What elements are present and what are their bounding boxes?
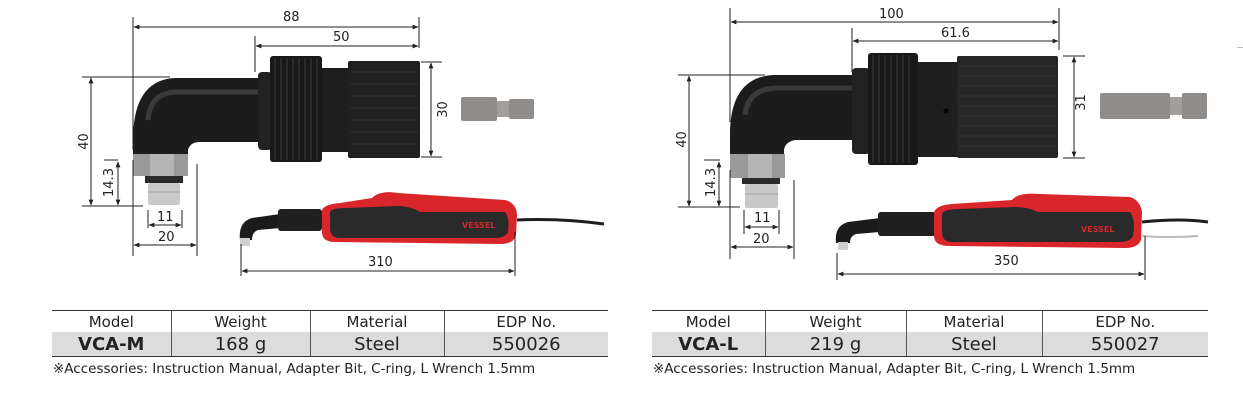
- screwdriver-assembly-image: VESSEL: [835, 193, 1209, 250]
- spec-table-vca-m: Model Weight Material EDP No. VCA-M 168 …: [52, 310, 608, 357]
- cell-model: VCA-L: [652, 332, 765, 357]
- dim-body-diameter: 30: [435, 101, 451, 118]
- header-weight: Weight: [764, 310, 906, 332]
- vca-l-drawing: VESSEL: [678, 8, 1209, 280]
- cell-material: Steel: [905, 332, 1042, 357]
- dim-body-length: 50: [333, 30, 350, 45]
- cell-weight: 168 g: [170, 332, 310, 357]
- dimension-lines: [82, 17, 516, 276]
- dim-overall-length: 88: [283, 10, 300, 25]
- dim-socket-diameter: 11: [754, 211, 771, 226]
- screwdriver-assembly-image: VESSEL: [239, 192, 605, 246]
- header-material: Material: [309, 310, 444, 332]
- product-panel-vca-l: VESSEL: [600, 0, 1243, 413]
- header-model: Model: [52, 310, 171, 332]
- adapter-bit-image: [461, 97, 534, 121]
- product-panel-vca-m: VESSEL 88 50: [0, 0, 608, 413]
- angle-head-image: [730, 53, 1058, 208]
- accessories-note: ※Accessories: Instruction Manual, Adapte…: [53, 361, 536, 377]
- cell-model: VCA-M: [52, 332, 171, 357]
- dim-assembled-length: 310: [368, 255, 393, 270]
- accessories-note: ※Accessories: Instruction Manual, Adapte…: [653, 361, 1136, 377]
- header-model: Model: [652, 310, 765, 332]
- dim-socket-diameter: 11: [157, 210, 174, 225]
- cell-edp: 550027: [1041, 332, 1208, 357]
- cell-edp: 550026: [443, 332, 608, 357]
- dim-body-length: 61.6: [941, 26, 970, 41]
- spec-table-header: Model Weight Material EDP No.: [52, 310, 608, 332]
- spec-table-header: Model Weight Material EDP No.: [652, 310, 1208, 332]
- angle-head-image: [133, 56, 420, 205]
- dim-overall-length: 100: [879, 7, 904, 22]
- vessel-logo: VESSEL: [462, 221, 495, 230]
- header-material: Material: [905, 310, 1042, 332]
- dim-head-width: 20: [753, 232, 770, 247]
- dim-socket-height: 14.3: [703, 168, 719, 197]
- dim-socket-height: 14.3: [101, 168, 117, 197]
- table-row: VCA-L 219 g Steel 550027: [652, 332, 1208, 357]
- dim-head-height: 40: [76, 133, 92, 150]
- dim-assembled-length: 350: [994, 254, 1019, 269]
- table-row: VCA-M 168 g Steel 550026: [52, 332, 608, 357]
- cell-weight: 219 g: [764, 332, 906, 357]
- dim-head-width: 20: [158, 230, 175, 245]
- header-edp: EDP No.: [443, 310, 608, 332]
- cell-material: Steel: [309, 332, 444, 357]
- header-weight: Weight: [170, 310, 310, 332]
- adapter-bit-image: [1100, 93, 1207, 119]
- header-edp: EDP No.: [1041, 310, 1208, 332]
- vca-m-drawing: VESSEL: [82, 17, 605, 276]
- spec-table-vca-l: Model Weight Material EDP No. VCA-L 219 …: [652, 310, 1208, 357]
- edge-mark-divider: [1237, 47, 1243, 48]
- dim-body-diameter: 31: [1073, 94, 1089, 111]
- dimension-lines: [678, 8, 1146, 280]
- vessel-logo: VESSEL: [1081, 225, 1114, 234]
- dim-head-height: 40: [674, 131, 690, 148]
